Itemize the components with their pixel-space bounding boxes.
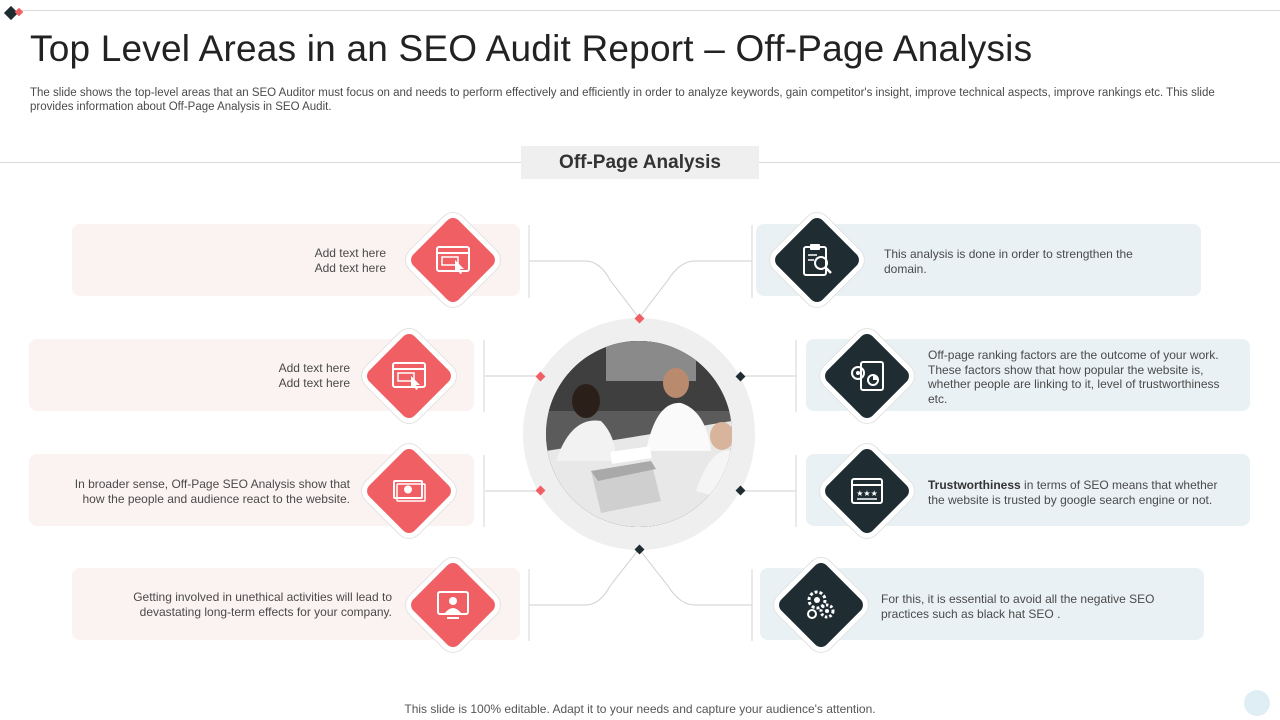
browser-cursor-icon: [392, 362, 426, 390]
clipboard-search-icon: [803, 244, 832, 276]
hacker-screen-icon: [437, 591, 469, 619]
left-card-3-text: In broader sense, Off-Page SEO Analysis …: [74, 477, 350, 506]
rating-window-icon: ★★★: [851, 478, 883, 504]
footer-note: This slide is 100% editable. Adapt it to…: [404, 702, 876, 716]
gears-icon: [807, 590, 835, 619]
corner-diamond-icon: [3, 5, 24, 21]
right-card-4-text: For this, it is essential to avoid all t…: [881, 592, 1155, 621]
top-rule: [22, 10, 1280, 11]
right-card-1-text: This analysis is done in order to streng…: [884, 247, 1133, 276]
money-icon: [393, 480, 426, 502]
text-rest: in terms of SEO means that whether the w…: [928, 478, 1218, 507]
meeting-photo: [546, 341, 732, 527]
left-card-2-text: Add text here Add text here: [140, 361, 350, 390]
right-card-3-text: Trustworthiness in terms of SEO means th…: [928, 478, 1228, 507]
left-card-1-text: Add text here Add text here: [180, 246, 386, 275]
right-card-2-text: Off-page ranking factors are the outcome…: [928, 348, 1220, 406]
svg-text:★★★: ★★★: [856, 489, 878, 498]
text-line: Add text here: [314, 246, 386, 260]
settings-chart-icon: [851, 361, 884, 391]
browser-cursor-icon: [436, 246, 470, 274]
text-line: Add text here: [278, 361, 350, 375]
section-label: Off-Page Analysis: [521, 146, 759, 179]
text-line: Add text here: [314, 260, 386, 275]
page-title: Top Level Areas in an SEO Audit Report –…: [30, 28, 1033, 69]
text-line: Add text here: [278, 375, 350, 390]
slide-description: The slide shows the top-level areas that…: [30, 87, 1215, 113]
left-card-4-text: Getting involved in unethical activities…: [133, 590, 392, 619]
help-button[interactable]: [1244, 690, 1270, 716]
bold-term: Trustworthiness: [928, 478, 1021, 492]
